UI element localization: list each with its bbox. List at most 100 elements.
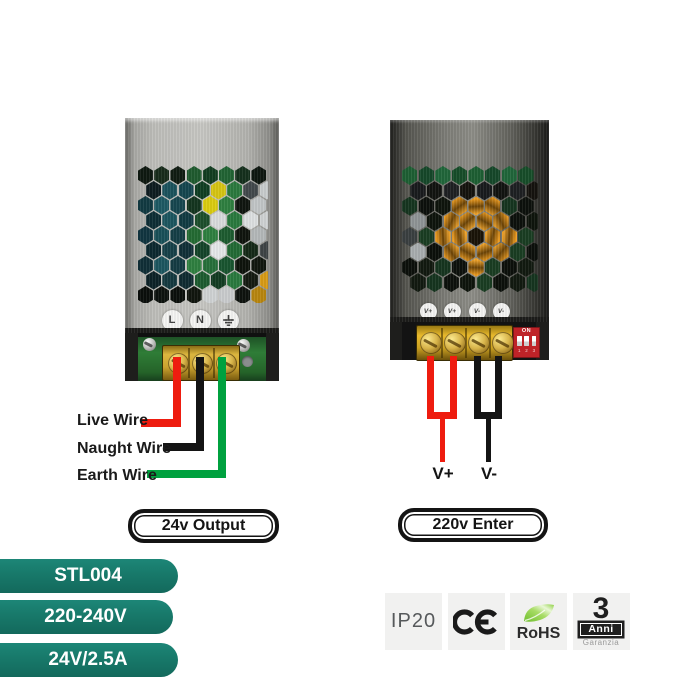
- vent-hole: [202, 286, 218, 303]
- vent-hole: [170, 196, 186, 215]
- vent-hole: [493, 211, 509, 231]
- vent-hole: [154, 166, 170, 185]
- vent-hole: [138, 166, 153, 185]
- neutral-terminal-letter: N: [196, 314, 204, 326]
- vent-hole: [194, 211, 210, 230]
- dip-switch: ON 1 2 3: [513, 327, 540, 358]
- vent-hole: [186, 196, 202, 215]
- vminus-wire-join: [474, 412, 502, 419]
- warranty-box: 3 Anni Garanzia: [572, 592, 630, 650]
- vent-hole: [493, 242, 509, 262]
- vent-hole: [178, 211, 194, 230]
- vent-hole: [194, 181, 210, 200]
- dip-switch-lever-1: [517, 336, 522, 346]
- vent-hole: [251, 286, 267, 303]
- vent-hole: [509, 242, 526, 262]
- vplus-wire-1: [427, 356, 434, 419]
- vplus-wire-stem: [440, 419, 445, 462]
- vent-hole: [426, 273, 443, 292]
- earth-wire-elbow: [147, 470, 226, 478]
- vent-hole: [146, 241, 162, 260]
- leaf-icon: [523, 603, 554, 622]
- vent-hole: [451, 227, 468, 247]
- vent-hole: [526, 211, 538, 231]
- vent-hole: [202, 226, 218, 245]
- vplus-label: V+: [432, 464, 454, 483]
- vent-hole: [501, 227, 517, 247]
- vent-hole: [410, 181, 426, 201]
- model-badge: STL004: [0, 559, 178, 593]
- terminal-screw: [492, 332, 514, 354]
- vent-hole: [476, 211, 493, 231]
- terminal-mark-vplus-2: V+: [443, 302, 461, 320]
- mounting-hole: [242, 356, 253, 367]
- vent-hole: [460, 181, 476, 201]
- vent-hole: [178, 181, 194, 200]
- vent-hole: [170, 166, 186, 185]
- vent-hole: [509, 273, 526, 292]
- warranty-bar: Anni: [580, 622, 622, 636]
- vent-hole: [210, 271, 226, 290]
- vent-hole: [476, 181, 493, 201]
- voltage-badge: 220-240V: [0, 600, 173, 634]
- vent-hole: [170, 226, 186, 245]
- vent-hole: [251, 226, 267, 245]
- vent-hole: [194, 271, 210, 290]
- vent-hole: [410, 211, 426, 231]
- vent-hole: [210, 181, 226, 200]
- vent-hole: [235, 166, 251, 185]
- terminal-mark-vplus-1: V+: [419, 302, 437, 320]
- vent-hole: [219, 286, 234, 303]
- vent-hole: [210, 211, 226, 230]
- left-psu-case: L N: [125, 118, 279, 333]
- rohs-text: RoHS: [516, 624, 561, 642]
- vent-hole: [227, 271, 243, 290]
- vminus-wire-stem: [486, 419, 491, 462]
- vent-hole: [186, 166, 202, 185]
- vent-hole: [235, 286, 251, 303]
- vent-hole: [162, 211, 178, 230]
- naught-wire-label: Naught Wire: [77, 440, 172, 457]
- vent-hole: [251, 256, 267, 275]
- vent-hole: [418, 227, 434, 247]
- rohs-box: RoHS: [510, 593, 567, 650]
- vent-hole: [410, 242, 426, 262]
- left-psu-vent-grid: [138, 166, 268, 303]
- vent-hole: [451, 257, 468, 277]
- vminus-wire-2: [495, 356, 502, 419]
- vent-hole: [154, 286, 170, 303]
- live-terminal-letter: L: [168, 314, 176, 326]
- vent-hole: [418, 196, 434, 216]
- vent-hole: [251, 196, 267, 215]
- vent-hole: [493, 273, 509, 292]
- dip-switch-lever-3: [531, 336, 537, 346]
- vent-hole: [138, 286, 153, 303]
- warranty-word: Garanzia: [582, 638, 620, 647]
- vent-hole: [219, 256, 234, 275]
- vent-hole: [235, 196, 251, 215]
- vent-hole: [426, 181, 443, 201]
- vent-hole: [518, 166, 534, 185]
- live-wire: [173, 357, 181, 427]
- vent-hole: [162, 241, 178, 260]
- vent-hole: [227, 181, 243, 200]
- earth-icon: [222, 314, 234, 326]
- terminal-screw: [468, 332, 490, 354]
- right-psu-terminal-section: ON 1 2 3: [390, 322, 549, 361]
- vent-hole: [202, 196, 218, 215]
- vent-hole: [243, 271, 259, 290]
- vent-hole: [259, 271, 268, 290]
- warranty-years: 3: [592, 592, 610, 625]
- terminal-mark-vminus-2: V-: [492, 302, 510, 320]
- vent-hole: [485, 166, 501, 185]
- vent-hole: [443, 181, 459, 201]
- vent-hole: [501, 166, 517, 185]
- vent-hole: [186, 286, 202, 303]
- vent-hole: [518, 196, 534, 216]
- naught-wire: [196, 357, 204, 451]
- ip-rating-box: IP20: [385, 593, 442, 650]
- vminus-wire-1: [474, 356, 481, 419]
- vent-hole: [485, 227, 501, 247]
- earth-wire: [218, 357, 226, 478]
- vent-hole: [219, 196, 234, 215]
